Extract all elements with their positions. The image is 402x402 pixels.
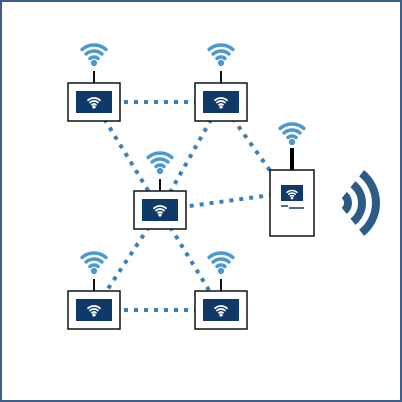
wifi-icon bbox=[146, 151, 174, 175]
wifi-arc bbox=[89, 100, 99, 104]
screen-wifi-icon bbox=[87, 305, 101, 317]
wifi-dot bbox=[92, 313, 96, 317]
node-top-right bbox=[194, 43, 248, 122]
wifi-arc bbox=[153, 205, 167, 210]
wifi-arc bbox=[88, 55, 100, 61]
wifi-icon bbox=[80, 251, 108, 275]
device-screen bbox=[76, 91, 112, 113]
radio-wave bbox=[350, 181, 366, 225]
wifi-dot bbox=[158, 213, 162, 217]
wifi-arc bbox=[286, 134, 298, 140]
wifi-arc bbox=[214, 305, 228, 310]
wifi-dot bbox=[217, 59, 225, 67]
node-bottom-left bbox=[67, 251, 121, 330]
wifi-dot bbox=[219, 105, 223, 109]
wifi-dot bbox=[288, 138, 296, 146]
node-center bbox=[133, 151, 187, 230]
wifi-dot bbox=[92, 105, 96, 109]
wifi-arc bbox=[214, 97, 228, 102]
screen-wifi-icon bbox=[214, 97, 228, 109]
wifi-arc bbox=[87, 97, 101, 102]
wifi-arc bbox=[91, 311, 97, 314]
wifi-arc bbox=[80, 251, 108, 260]
wifi-icon bbox=[207, 43, 235, 67]
device-screen bbox=[203, 299, 239, 321]
wifi-arc bbox=[211, 49, 231, 56]
wifi-arc bbox=[154, 163, 166, 169]
device-screen bbox=[142, 199, 178, 221]
wifi-arc bbox=[218, 311, 224, 314]
wifi-arc bbox=[218, 103, 224, 106]
wifi-dot bbox=[90, 267, 98, 275]
wifi-dot bbox=[290, 196, 294, 200]
wifi-arc bbox=[89, 308, 99, 312]
radio-wave bbox=[358, 170, 380, 236]
wifi-arc bbox=[286, 189, 298, 194]
wifi-arc bbox=[207, 251, 235, 260]
wifi-dot bbox=[219, 313, 223, 317]
gateway bbox=[269, 122, 315, 237]
wifi-arc bbox=[84, 49, 104, 56]
wifi-icon bbox=[80, 43, 108, 67]
wifi-arc bbox=[155, 208, 165, 212]
wifi-arc bbox=[88, 263, 100, 269]
wifi-arc bbox=[211, 257, 231, 264]
screen-wifi-icon bbox=[286, 189, 298, 200]
wifi-arc bbox=[87, 305, 101, 310]
wifi-arc bbox=[282, 128, 302, 135]
node-bottom-right bbox=[194, 251, 248, 330]
wifi-icon bbox=[278, 122, 306, 146]
device-screen bbox=[76, 299, 112, 321]
wifi-icon bbox=[207, 251, 235, 275]
wifi-arc bbox=[150, 157, 170, 164]
wifi-dot bbox=[156, 167, 164, 175]
wifi-arc bbox=[215, 55, 227, 61]
radio-wave bbox=[341, 192, 352, 214]
radio-waves-icon bbox=[341, 170, 380, 236]
wifi-arc bbox=[278, 122, 306, 131]
wifi-dot bbox=[90, 59, 98, 67]
wifi-arc bbox=[289, 194, 295, 197]
gateway-box bbox=[269, 169, 315, 237]
wifi-arc bbox=[80, 43, 108, 52]
screen-wifi-icon bbox=[87, 97, 101, 109]
wifi-arc bbox=[216, 308, 226, 312]
wifi-arc bbox=[287, 192, 297, 195]
screen-wifi-icon bbox=[214, 305, 228, 317]
screen-wifi-icon bbox=[153, 205, 167, 217]
wifi-arc bbox=[91, 103, 97, 106]
wifi-arc bbox=[146, 151, 174, 160]
wifi-arc bbox=[215, 263, 227, 269]
wifi-arc bbox=[216, 100, 226, 104]
wifi-arc bbox=[157, 211, 163, 214]
device-screen bbox=[203, 91, 239, 113]
wifi-arc bbox=[207, 43, 235, 52]
wifi-arc bbox=[84, 257, 104, 264]
mesh-nodes bbox=[67, 43, 315, 330]
wifi-dot bbox=[217, 267, 225, 275]
node-top-left bbox=[67, 43, 121, 122]
